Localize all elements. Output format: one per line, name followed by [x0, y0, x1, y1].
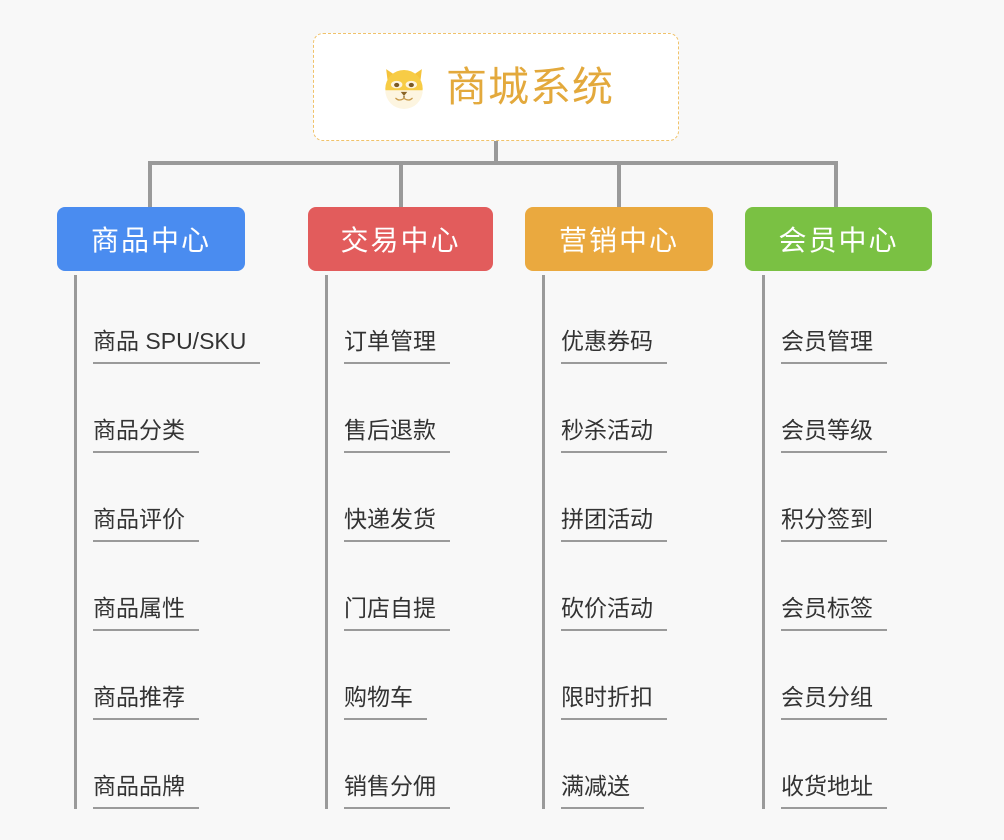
connector-root-stem [494, 141, 498, 165]
list-item-label: 会员分组 [781, 686, 887, 720]
list-item[interactable]: 会员管理 [762, 275, 932, 364]
list-item[interactable]: 满减送 [542, 720, 713, 809]
list-trunk [74, 275, 77, 809]
list-item[interactable]: 优惠券码 [542, 275, 713, 364]
item-list-member-center: 会员管理 会员等级 积分签到 会员标签 会员分组 收货地址 [745, 275, 932, 809]
list-item[interactable]: 商品品牌 [74, 720, 245, 809]
list-item-label: 门店自提 [344, 597, 450, 631]
list-item-label: 商品属性 [93, 597, 199, 631]
root-title: 商城系统 [446, 63, 614, 110]
list-item-label: 订单管理 [344, 330, 450, 364]
list-item[interactable]: 商品分类 [74, 364, 245, 453]
list-item[interactable]: 门店自提 [325, 542, 493, 631]
list-item[interactable]: 购物车 [325, 631, 493, 720]
list-trunk [542, 275, 545, 809]
shiba-dog-face-icon [385, 69, 423, 109]
item-list-trade-center: 订单管理 售后退款 快递发货 门店自提 购物车 销售分佣 [308, 275, 493, 809]
category-header-product-center[interactable]: 商品中心 [57, 207, 245, 271]
list-item[interactable]: 拼团活动 [542, 453, 713, 542]
list-item-label: 购物车 [344, 686, 427, 720]
list-item[interactable]: 商品推荐 [74, 631, 245, 720]
connector-drop-1 [148, 161, 152, 209]
list-trunk [762, 275, 765, 809]
category-header-trade-center[interactable]: 交易中心 [308, 207, 493, 271]
list-item[interactable]: 订单管理 [325, 275, 493, 364]
list-item-label: 销售分佣 [344, 775, 450, 809]
list-item-label: 优惠券码 [561, 330, 667, 364]
list-item-label: 砍价活动 [561, 597, 667, 631]
list-item-label: 会员管理 [781, 330, 887, 364]
column-marketing-center: 营销中心 优惠券码 秒杀活动 拼团活动 砍价活动 限时折扣 满减送 [525, 207, 713, 809]
list-item[interactable]: 商品属性 [74, 542, 245, 631]
list-item[interactable]: 销售分佣 [325, 720, 493, 809]
list-item-label: 商品 SPU/SKU [93, 330, 261, 364]
list-item[interactable]: 秒杀活动 [542, 364, 713, 453]
column-product-center: 商品中心 商品 SPU/SKU 商品分类 商品评价 商品属性 商品推荐 商品品牌 [57, 207, 261, 809]
category-header-member-center[interactable]: 会员中心 [745, 207, 932, 271]
list-item[interactable]: 商品评价 [74, 453, 245, 542]
list-item-label: 秒杀活动 [561, 419, 667, 453]
list-item-label: 限时折扣 [561, 686, 667, 720]
column-trade-center: 交易中心 订单管理 售后退款 快递发货 门店自提 购物车 销售分佣 [308, 207, 493, 809]
connector-drop-3 [617, 161, 621, 209]
list-item-label: 拼团活动 [561, 508, 667, 542]
list-item-label: 满减送 [561, 775, 644, 809]
connector-horizontal-bar [148, 161, 838, 165]
list-item[interactable]: 商品 SPU/SKU [74, 275, 261, 364]
connector-drop-4 [834, 161, 838, 209]
list-item[interactable]: 会员标签 [762, 542, 932, 631]
list-trunk [325, 275, 328, 809]
list-item-label: 售后退款 [344, 419, 450, 453]
connector-drop-2 [399, 161, 403, 209]
list-item-label: 商品品牌 [93, 775, 199, 809]
list-item[interactable]: 砍价活动 [542, 542, 713, 631]
list-item-label: 会员标签 [781, 597, 887, 631]
list-item[interactable]: 限时折扣 [542, 631, 713, 720]
list-item[interactable]: 收货地址 [762, 720, 932, 809]
list-item[interactable]: 快递发货 [325, 453, 493, 542]
list-item-label: 快递发货 [344, 508, 450, 542]
list-item[interactable]: 会员分组 [762, 631, 932, 720]
list-item-label: 收货地址 [781, 775, 887, 809]
list-item[interactable]: 会员等级 [762, 364, 932, 453]
item-list-product-center: 商品 SPU/SKU 商品分类 商品评价 商品属性 商品推荐 商品品牌 [57, 275, 261, 809]
list-item[interactable]: 积分签到 [762, 453, 932, 542]
list-item-label: 商品分类 [93, 419, 199, 453]
list-item[interactable]: 售后退款 [325, 364, 493, 453]
list-item-label: 积分签到 [781, 508, 887, 542]
list-item-label: 会员等级 [781, 419, 887, 453]
list-item-label: 商品评价 [93, 508, 199, 542]
item-list-marketing-center: 优惠券码 秒杀活动 拼团活动 砍价活动 限时折扣 满减送 [525, 275, 713, 809]
root-node-mall-system[interactable]: 商城系统 [313, 33, 679, 141]
column-member-center: 会员中心 会员管理 会员等级 积分签到 会员标签 会员分组 收货地址 [745, 207, 932, 809]
list-item-label: 商品推荐 [93, 686, 199, 720]
category-header-marketing-center[interactable]: 营销中心 [525, 207, 713, 271]
